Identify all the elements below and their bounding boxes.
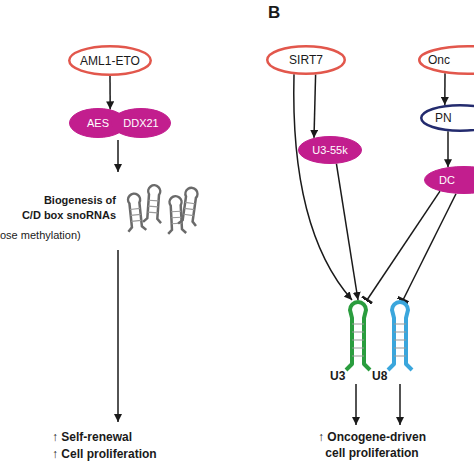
node-text-box: PN (420, 104, 474, 132)
node-text-box: DC (424, 166, 474, 194)
arrow-connector (336, 164, 358, 300)
node-text-box: AML1-ETO (68, 45, 152, 76)
ellipse-shape (419, 46, 474, 74)
outcome-label: ↑ Oncogene-driven cell proliferation (307, 430, 437, 461)
protein-name: U3-55k (312, 144, 347, 156)
process-label: C/D box snoRNAs (0, 208, 116, 222)
node-text-box: DDX21 (111, 108, 171, 138)
base-pairs (352, 324, 364, 356)
ellipse-shape (425, 167, 474, 194)
flow-arrow (399, 384, 401, 425)
ellipse-shape (69, 46, 151, 75)
rna-name: U3 (330, 369, 345, 383)
ellipse-shape (267, 46, 345, 74)
ellipse-shape (299, 137, 362, 164)
flow-arrow (117, 140, 119, 172)
protein-name: DDX21 (123, 117, 158, 129)
outcome-label: ↑ Self-renewal (52, 430, 212, 446)
rna-strand (388, 302, 412, 370)
protein-name: AES (87, 117, 109, 129)
arrow-connector (314, 75, 316, 138)
panel-letter: B (268, 2, 298, 24)
rna-hairpin-node: U8 (372, 294, 422, 384)
inhibition-connector (367, 191, 440, 300)
snorna-hairpin (124, 193, 146, 232)
ellipse-node: U3-55k (298, 136, 362, 164)
inhibition-connector (403, 194, 456, 300)
protein-name: Onc (428, 53, 450, 67)
snorna-hairpin (143, 185, 164, 223)
flow-arrow (355, 384, 357, 425)
rna-strand (346, 302, 370, 370)
outcome-label: ↑ Cell proliferation (52, 447, 212, 463)
arrow-connector (447, 131, 449, 167)
protein-name: PN (435, 111, 452, 125)
node-text-box: U8 (372, 368, 422, 384)
ellipse-node: SIRT7 (266, 45, 346, 75)
node-text-box: Onc (418, 45, 474, 75)
node-text-box: U3-55k (298, 136, 362, 164)
rna-name: U8 (372, 369, 387, 383)
ellipse-shape (421, 105, 474, 131)
process-label: Biogenesis of (0, 193, 116, 207)
ellipse-node: AML1-ETO (68, 45, 152, 76)
arrow-connector (294, 74, 352, 300)
arrow-connector (109, 76, 111, 109)
ellipse-shape (112, 109, 171, 138)
ellipse-node: DDX21 (111, 108, 171, 138)
ellipse-node: Onc (418, 45, 474, 75)
ellipse-node: PN (420, 104, 474, 132)
process-note: ose methylation) (0, 228, 116, 242)
protein-name: AML1-ETO (80, 54, 140, 68)
flow-arrow (117, 250, 119, 422)
protein-name: DC (439, 174, 455, 186)
arrow-connector (444, 73, 446, 105)
snorna-hairpin (178, 187, 201, 226)
base-pairs (394, 324, 406, 356)
protein-name: SIRT7 (289, 53, 323, 67)
ellipse-node: DC (424, 166, 474, 194)
node-text-box: SIRT7 (266, 45, 346, 75)
